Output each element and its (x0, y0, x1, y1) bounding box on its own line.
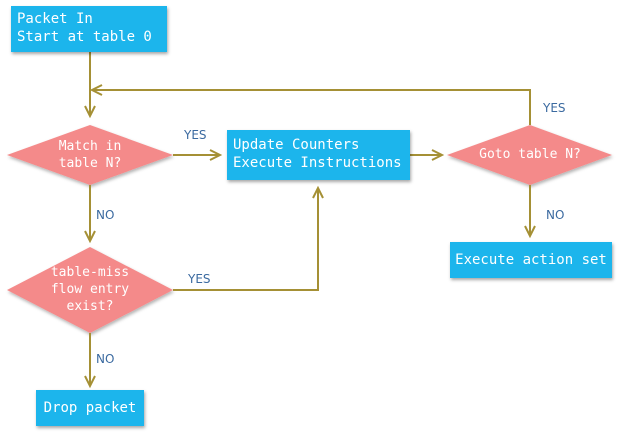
packet-in-box: Packet In Start at table 0 (11, 6, 167, 52)
table-miss-line-1: table-miss (50, 265, 130, 280)
connector-tablemiss-update (173, 190, 319, 291)
decision-table-miss-shape (7, 247, 173, 333)
table-miss-line-3: exist? (66, 299, 114, 314)
tablemiss-no-label: NO (96, 352, 115, 366)
drop-packet-box: Drop packet (36, 390, 144, 426)
arrowhead (524, 225, 536, 239)
match-line-2: table N? (58, 156, 122, 171)
goto-line-1: Goto table N? (479, 147, 581, 162)
tablemiss-yes-label: YES (188, 272, 211, 286)
arrowhead (84, 375, 96, 389)
update-line-1: Update Counters (233, 137, 360, 153)
arrowhead (431, 149, 445, 161)
packet-in-line-1: Packet In (17, 11, 93, 27)
execute-action-label: Execute action set (455, 252, 607, 268)
table-miss-decision-label: table-miss flow entry exist? (30, 264, 150, 315)
match-no-label: NO (96, 208, 115, 222)
arrowhead (209, 149, 223, 161)
match-line-1: Match in (58, 139, 122, 154)
goto-no-label: NO (546, 208, 565, 222)
table-miss-line-2: flow entry (50, 282, 130, 297)
arrowhead (89, 84, 103, 96)
drop-packet-label: Drop packet (43, 400, 137, 416)
match-yes-label: YES (184, 128, 207, 142)
decision-match-shape (7, 125, 173, 185)
execute-action-set-box: Execute action set (450, 242, 612, 278)
goto-yes-label: YES (543, 101, 566, 115)
connector-goto-loop (94, 89, 531, 125)
match-decision-label: Match in table N? (40, 138, 140, 172)
arrowhead (84, 230, 96, 244)
arrowhead (84, 105, 96, 119)
packet-in-line-2: Start at table 0 (17, 29, 152, 45)
arrowhead (312, 185, 324, 199)
decision-goto-shape (447, 125, 612, 185)
update-line-2: Execute Instructions (233, 155, 402, 171)
goto-decision-label: Goto table N? (465, 146, 595, 163)
update-counters-box: Update Counters Execute Instructions (227, 130, 410, 180)
